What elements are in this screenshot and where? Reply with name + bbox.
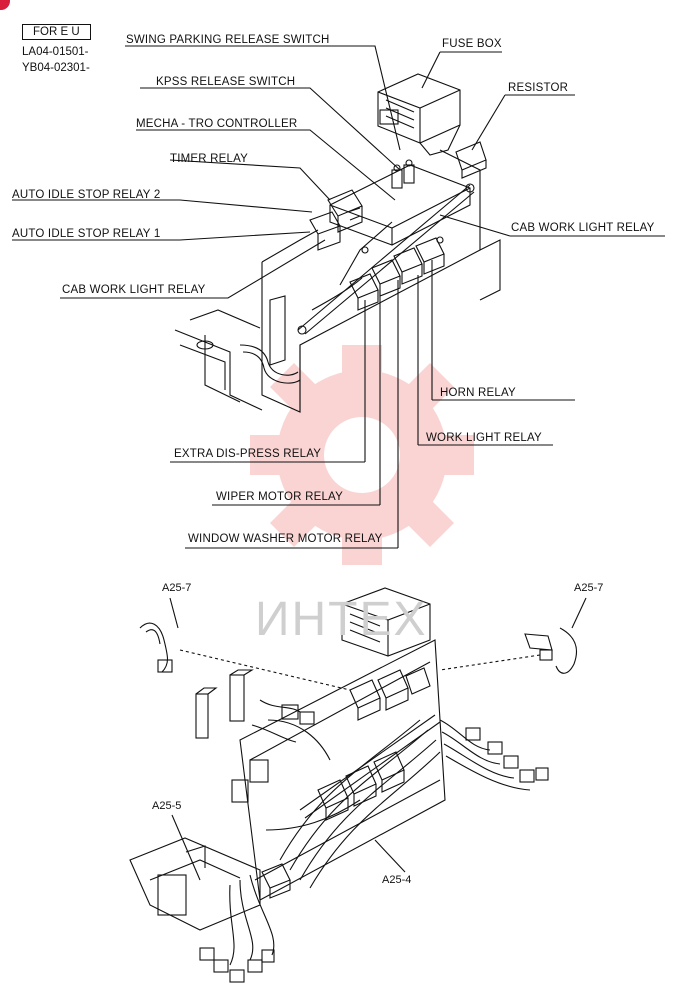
label-window-washer-motor-relay: WINDOW WASHER MOTOR RELAY: [188, 533, 383, 545]
label-auto-idle-stop-relay-2: AUTO IDLE STOP RELAY 2: [12, 189, 161, 201]
label-extra-dis-press-relay: EXTRA DIS-PRESS RELAY: [174, 448, 322, 460]
region-tag: FOR E U: [22, 24, 91, 40]
label-horn-relay: HORN RELAY: [440, 387, 516, 399]
label-timer-relay: TIMER RELAY: [170, 153, 249, 165]
label-fuse-box: FUSE BOX: [442, 38, 502, 50]
ref-a25-7-right: A25-7: [574, 582, 604, 594]
ref-a25-5: A25-5: [152, 800, 182, 812]
watermark-text: ИНТЕХ: [255, 593, 428, 646]
ref-a25-4: A25-4: [382, 874, 412, 886]
label-swing-parking-release-switch: SWING PARKING RELEASE SWITCH: [126, 34, 330, 46]
relay-row: [349, 237, 445, 311]
label-mecha-tro-controller: MECHA - TRO CONTROLLER: [136, 118, 298, 130]
label-resistor: RESISTOR: [508, 82, 569, 94]
serial-number-1: LA04-01501-: [22, 46, 89, 58]
label-work-light-relay: WORK LIGHT RELAY: [426, 432, 542, 444]
watermark-gear-icon: [250, 345, 474, 565]
corner-marker: [0, 0, 10, 10]
ref-a25-7-left: A25-7: [162, 582, 192, 594]
label-wiper-motor-relay: WIPER MOTOR RELAY: [216, 491, 343, 503]
label-cab-work-light-relay-right: CAB WORK LIGHT RELAY: [511, 222, 655, 234]
label-cab-work-light-relay-left: CAB WORK LIGHT RELAY: [62, 284, 206, 296]
serial-number-2: YB04-02301-: [22, 62, 90, 74]
label-kpss-release-switch: KPSS RELEASE SWITCH: [156, 76, 296, 88]
label-auto-idle-stop-relay-1: AUTO IDLE STOP RELAY 1: [12, 228, 161, 240]
